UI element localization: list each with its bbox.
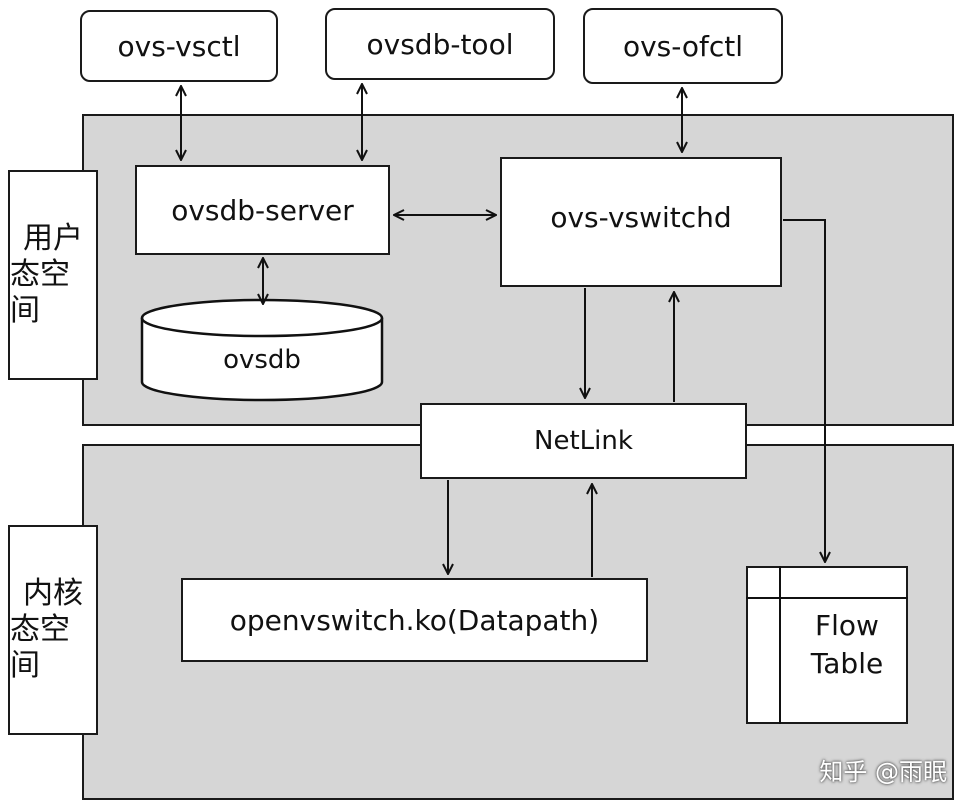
kernel-space-label-line2: 态空间 [10,612,70,683]
watermark: 知乎 @雨眠 [819,758,947,786]
netlink-box: NetLink [420,403,747,479]
flow-table-box: Flow Table [746,566,908,724]
user-space-label-line2: 态空间 [10,257,70,328]
ovs-vswitchd-label: ovs-vswitchd [550,200,732,234]
kernel-space-label: 内核 态空间 [8,525,98,735]
datapath-box: openvswitch.ko(Datapath) [181,578,648,662]
ovs-vswitchd-box: ovs-vswitchd [500,157,782,287]
netlink-label: NetLink [534,426,633,456]
user-space-label: 用户 态空间 [8,170,98,380]
ovsdb-server-label: ovsdb-server [171,193,354,227]
ovsdb-tool-box: ovsdb-tool [325,8,555,80]
flow-table-label-line1: Flow [815,609,879,642]
ovsdb-server-box: ovsdb-server [135,165,390,255]
ovsdb-cylinder: ovsdb [140,298,384,402]
ovs-vsctl-label: ovs-vsctl [117,29,241,63]
ovs-ofctl-label: ovs-ofctl [622,29,744,63]
datapath-label: openvswitch.ko(Datapath) [229,603,600,637]
flow-table-label-line2: Table [810,647,884,680]
ovsdb-tool-label: ovsdb-tool [366,27,514,61]
vswitchd-flowtable-arrow [783,219,825,562]
ovs-ofctl-box: ovs-ofctl [583,8,783,84]
ovs-vsctl-box: ovs-vsctl [80,10,278,82]
kernel-space-label-line1: 内核 [23,576,83,611]
user-space-label-line1: 用户 [23,221,83,256]
ovsdb-label: ovsdb [223,345,301,375]
